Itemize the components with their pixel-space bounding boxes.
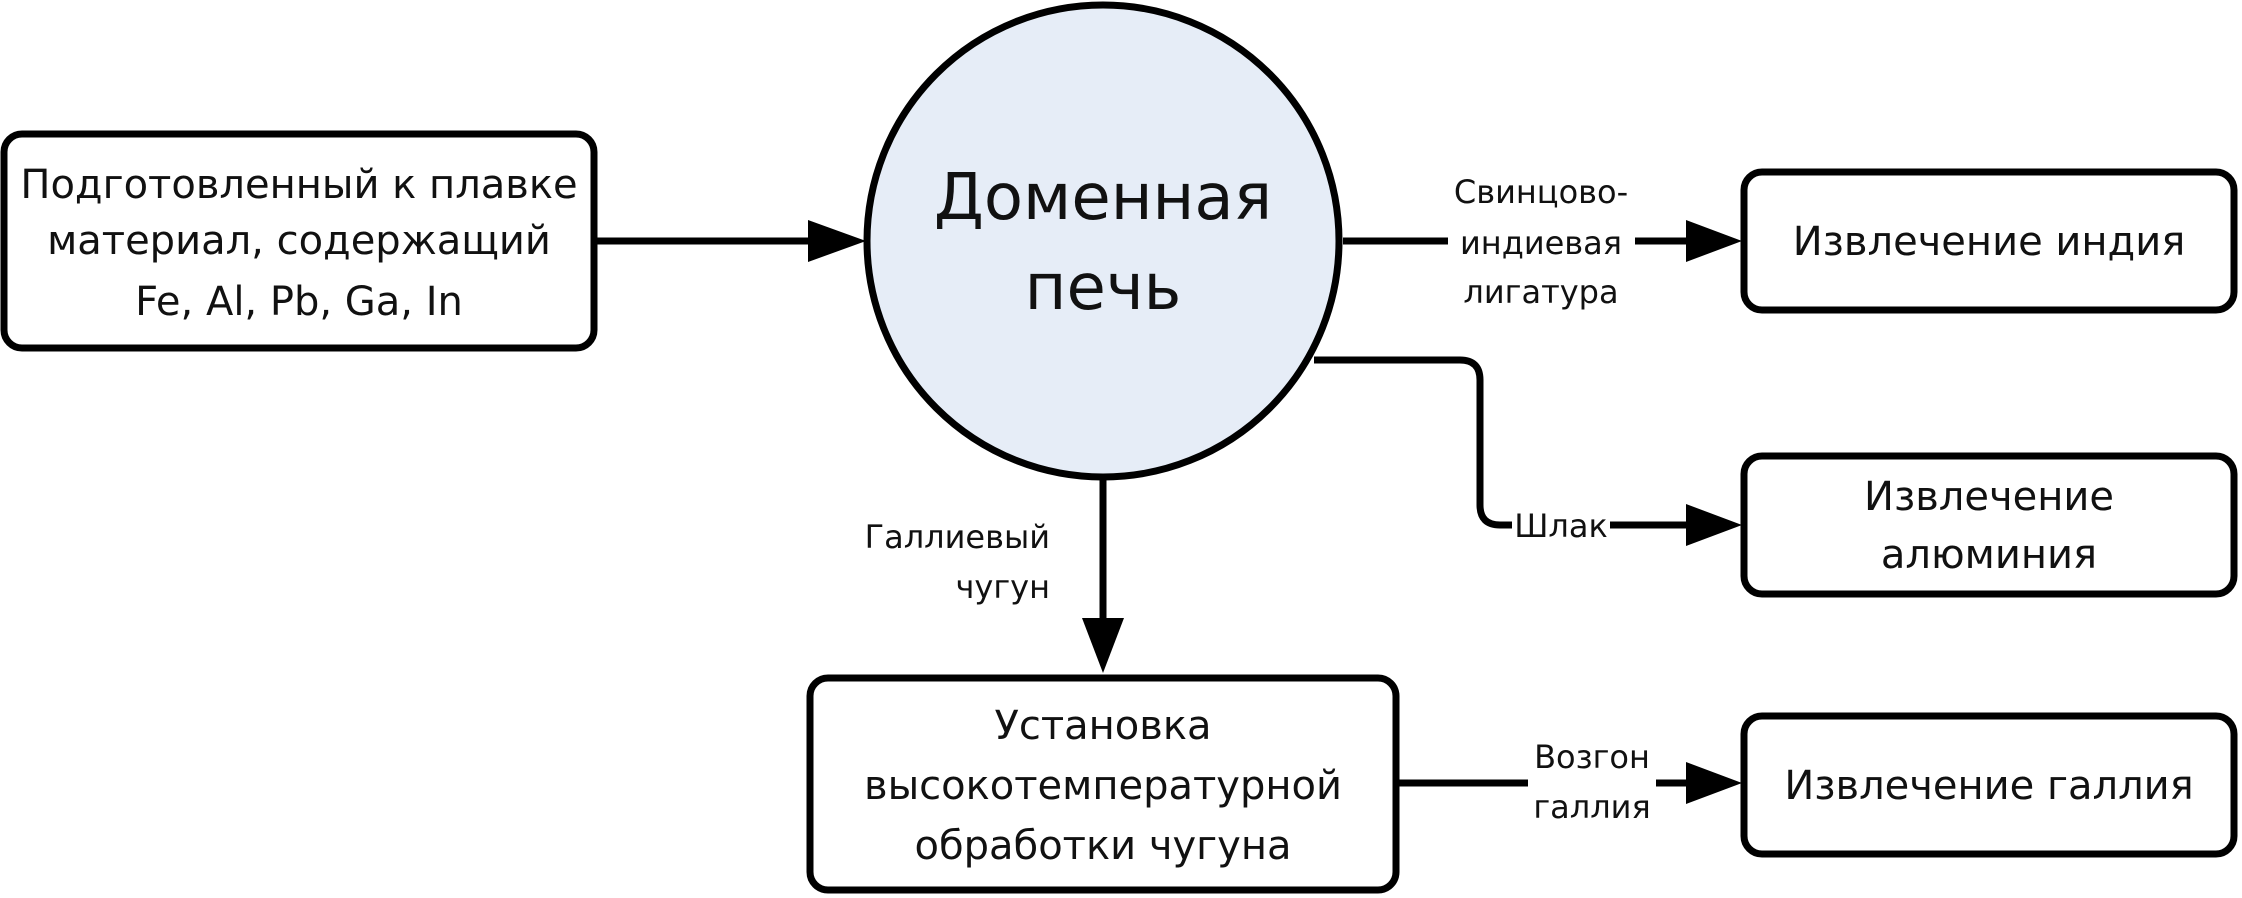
arrowhead-treatment-to-gallium: [1686, 762, 1742, 804]
node-gallium: Извлечение галлия: [1740, 712, 2238, 858]
gallium-sublimation-line-2: галлия: [1533, 788, 1650, 826]
arrowhead-input-to-furnace: [808, 220, 866, 262]
input-box: [0, 130, 598, 352]
indium-box: [1740, 168, 2238, 314]
lead-indium-line-3: лигатура: [1463, 273, 1618, 311]
aluminium-box: [1740, 452, 2238, 598]
node-treatment: Установка высокотемпературной обработки …: [806, 674, 1400, 894]
edge-label-gallium-sublimation: Возгон галлия: [1533, 738, 1650, 826]
arrow-furnace-to-aluminium: [1314, 356, 1512, 529]
gallium-sublimation-line-1: Возгон: [1534, 738, 1650, 776]
aluminium-line-1: Извлечение: [1864, 474, 2114, 520]
treatment-line-2: высокотемпературной: [864, 763, 1342, 809]
arrowhead-furnace-to-aluminium: [1686, 504, 1742, 546]
arrowhead-furnace-to-indium: [1686, 220, 1742, 262]
slag-line-1: Шлак: [1514, 507, 1608, 545]
node-indium: Извлечение индия: [1740, 168, 2238, 314]
node-input: Подготовленный к плавке материал, содерж…: [0, 130, 598, 352]
lead-indium-line-2: индиевая: [1460, 224, 1622, 262]
gallium-iron-line-2: чугун: [955, 568, 1050, 606]
node-aluminium: Извлечение алюминия: [1740, 452, 2238, 598]
treatment-line-1: Установка: [994, 703, 1211, 749]
furnace-circle: [863, 1, 1343, 481]
gallium-iron-line-1: Галлиевый: [865, 518, 1050, 556]
aluminium-line-2: алюминия: [1881, 532, 2097, 578]
edge-label-gallium-iron: Галлиевый чугун: [865, 518, 1050, 606]
lead-indium-line-1: Свинцово-: [1454, 173, 1628, 211]
arrowhead-furnace-to-treatment: [1082, 618, 1124, 673]
gallium-box: [1740, 712, 2238, 858]
edge-label-slag: Шлак: [1514, 507, 1608, 545]
treatment-box: [806, 674, 1400, 894]
input-line-3: Fe, Al, Pb, Ga, In: [135, 279, 463, 325]
node-furnace: Доменная печь: [863, 1, 1343, 481]
input-line-1: Подготовленный к плавке: [20, 162, 577, 208]
input-line-2: материал, содержащий: [47, 218, 551, 264]
edge-label-lead-indium: Свинцово- индиевая лигатура: [1454, 173, 1628, 311]
furnace-line-1: Доменная: [934, 161, 1272, 235]
furnace-line-2: печь: [1025, 251, 1182, 325]
treatment-line-3: обработки чугуна: [914, 823, 1291, 869]
gallium-line-1: Извлечение галлия: [1784, 763, 2193, 809]
indium-line-1: Извлечение индия: [1793, 219, 2186, 265]
connectors: [596, 220, 1742, 804]
